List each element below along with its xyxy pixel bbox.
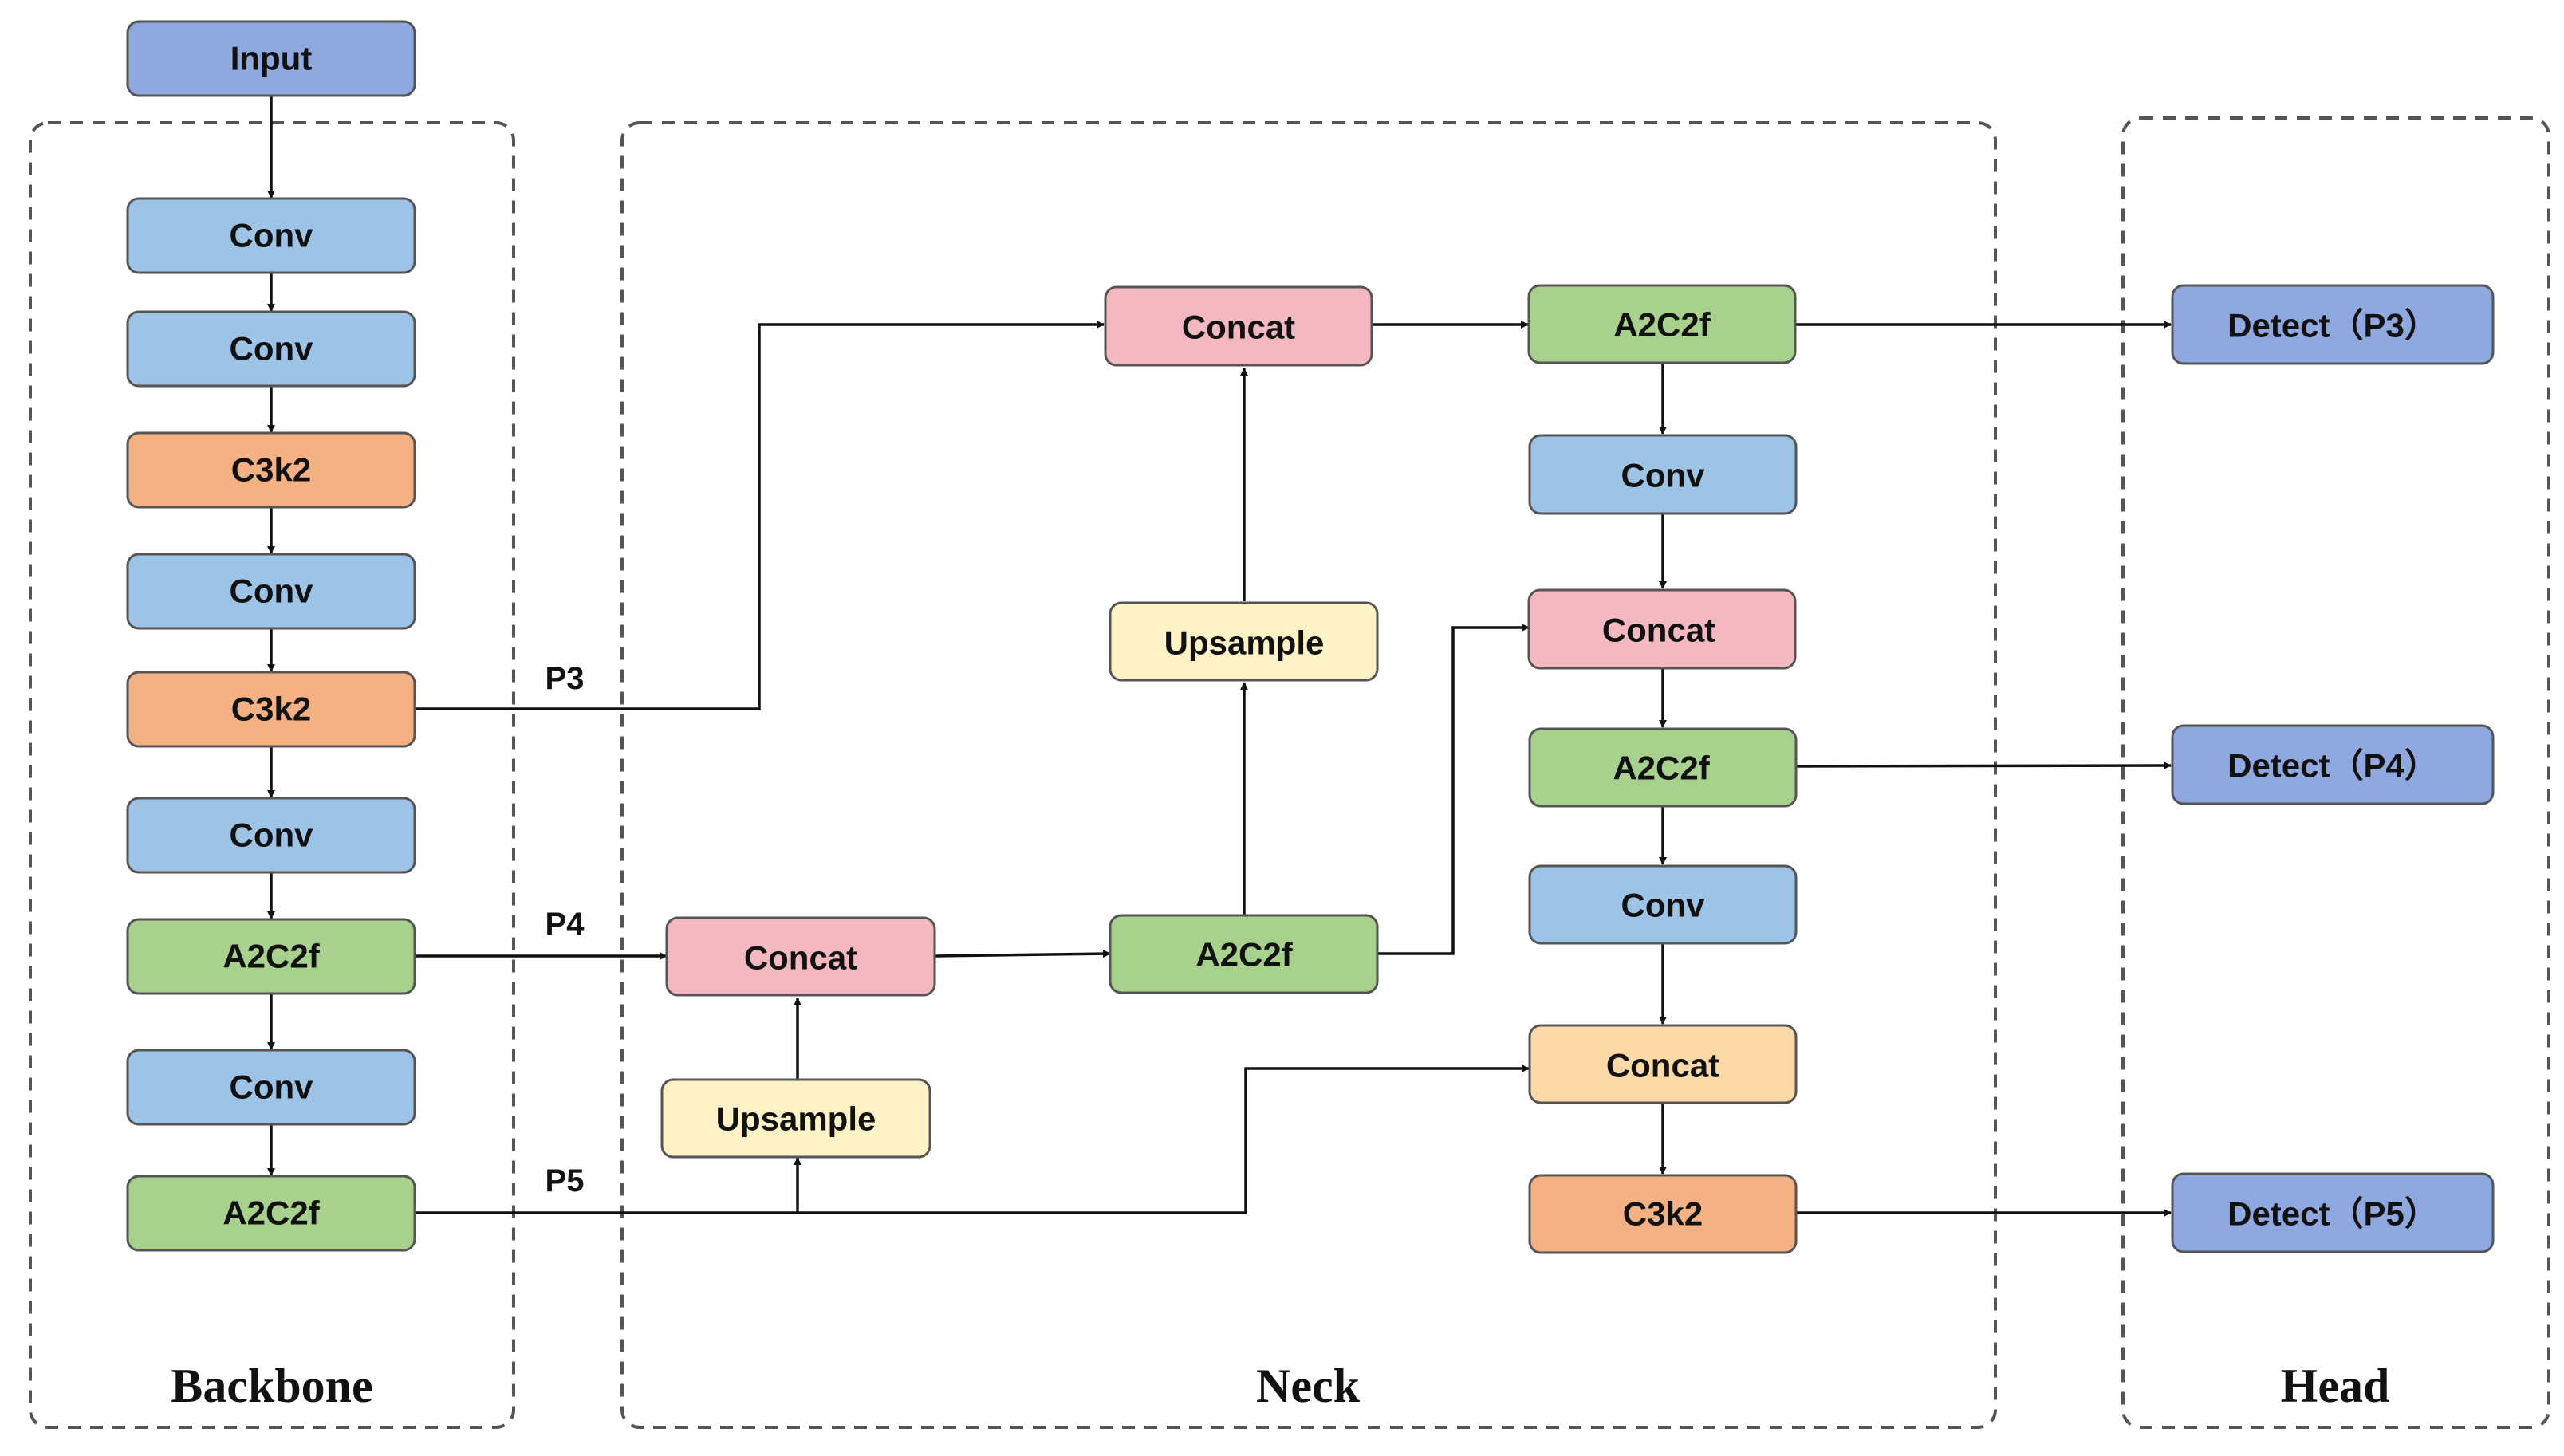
backbone-label: Backbone <box>171 1360 372 1412</box>
node-detect-p5: Detect（P5） <box>2171 1172 2495 1253</box>
p4-label: P4 <box>545 907 585 942</box>
edge-a2c2f-concat2 <box>1377 624 1530 955</box>
node-detect-p3: Detect（P3） <box>2171 284 2495 365</box>
node-backbone-conv-2: Conv <box>126 310 416 388</box>
svg-text:A2C2f: A2C2f <box>1613 306 1711 344</box>
svg-text:A2C2f: A2C2f <box>223 1194 320 1232</box>
node-input: Input <box>126 20 416 97</box>
svg-text:Detect（P4）: Detect（P4） <box>2227 747 2438 785</box>
node-neck-a2c2f-p3: A2C2f <box>1527 284 1797 364</box>
edge-concat-a2c2f <box>934 950 1111 958</box>
node-backbone-a2c2f-2: A2C2f <box>126 1175 416 1252</box>
svg-text:Conv: Conv <box>230 330 314 368</box>
svg-text:C3k2: C3k2 <box>1623 1195 1703 1233</box>
svg-text:Concat: Concat <box>1182 309 1295 346</box>
svg-text:A2C2f: A2C2f <box>1195 936 1293 974</box>
svg-text:Detect（P3）: Detect（P3） <box>2227 307 2438 344</box>
node-neck-conv-2: Conv <box>1528 864 1798 945</box>
svg-text:C3k2: C3k2 <box>231 451 311 489</box>
svg-text:Upsample: Upsample <box>1164 624 1325 662</box>
edge-to-detect-p4 <box>1794 761 2172 770</box>
node-backbone-conv-4: Conv <box>126 797 416 874</box>
svg-text:Concat: Concat <box>1606 1047 1719 1084</box>
head-group <box>2121 116 2550 1429</box>
p3-label: P3 <box>545 661 585 696</box>
svg-text:A2C2f: A2C2f <box>223 938 320 975</box>
node-neck-concat-p4: Concat <box>665 916 936 997</box>
node-neck-conv-1: Conv <box>1528 434 1798 515</box>
svg-text:Upsample: Upsample <box>716 1100 876 1138</box>
edge-p5 <box>415 1064 1530 1214</box>
edge-p3 <box>415 321 1105 710</box>
node-neck-a2c2f-p4: A2C2f <box>1528 727 1798 808</box>
svg-text:C3k2: C3k2 <box>231 691 311 728</box>
node-backbone-a2c2f-1: A2C2f <box>126 918 416 995</box>
node-neck-concat-top: Concat <box>1104 285 1373 367</box>
node-neck-c3k2-p5: C3k2 <box>1528 1174 1798 1254</box>
node-backbone-c3k2-2: C3k2 <box>126 671 416 748</box>
node-backbone-conv-1: Conv <box>126 197 416 274</box>
svg-text:A2C2f: A2C2f <box>1613 750 1710 787</box>
p5-label: P5 <box>545 1163 585 1198</box>
node-detect-p4: Detect（P4） <box>2171 724 2495 805</box>
node-backbone-conv-3: Conv <box>126 553 416 630</box>
node-neck-concat-3: Concat <box>1528 1024 1798 1104</box>
connectors <box>267 96 2172 1217</box>
svg-text:Conv: Conv <box>230 217 314 254</box>
node-neck-a2c2f-mid: A2C2f <box>1109 914 1379 994</box>
neck-label: Neck <box>1256 1360 1361 1412</box>
svg-text:Conv: Conv <box>230 817 314 854</box>
svg-text:Conv: Conv <box>1621 887 1706 924</box>
node-neck-upsample-low: Upsample <box>660 1078 931 1159</box>
svg-text:Concat: Concat <box>744 939 857 977</box>
svg-text:Concat: Concat <box>1602 612 1715 649</box>
svg-text:Conv: Conv <box>230 1068 314 1106</box>
svg-text:Input: Input <box>230 40 313 77</box>
svg-text:Detect（P5）: Detect（P5） <box>2227 1195 2438 1233</box>
node-backbone-c3k2-1: C3k2 <box>126 431 416 509</box>
neck-group <box>620 121 1997 1429</box>
node-neck-concat-2: Concat <box>1527 588 1797 670</box>
svg-text:Conv: Conv <box>1621 457 1706 494</box>
node-neck-upsample-high: Upsample <box>1109 601 1379 682</box>
node-backbone-conv-5: Conv <box>126 1049 416 1126</box>
svg-text:Conv: Conv <box>230 573 314 610</box>
head-label: Head <box>2281 1360 2390 1412</box>
